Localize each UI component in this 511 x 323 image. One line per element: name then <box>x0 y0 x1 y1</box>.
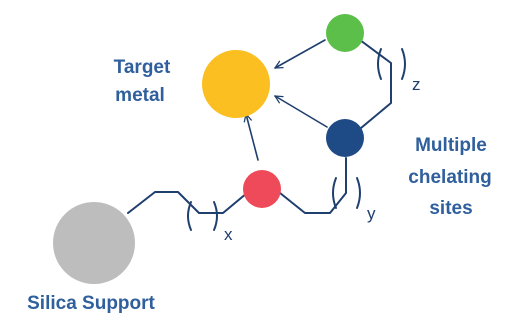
bracket-z-right <box>401 48 406 80</box>
coordination-arrows <box>243 39 328 161</box>
subscript-x: x <box>224 225 233 244</box>
arrow-green-to-metal <box>274 39 326 69</box>
bracket-x-left <box>187 201 192 231</box>
chain-silica-to-red <box>127 191 248 214</box>
bracket-y-right <box>356 177 361 209</box>
red-chelating-site <box>243 170 281 208</box>
subscript-z: z <box>412 75 421 94</box>
label-silica-support: Silica Support <box>27 293 155 314</box>
chain-red-to-blue <box>279 157 347 214</box>
label-metal: metal <box>115 85 165 106</box>
silica-support-circle <box>53 202 135 284</box>
arrow-blue-to-metal <box>274 95 328 128</box>
label-chelating: chelating <box>408 167 491 188</box>
label-target: Target <box>114 57 171 78</box>
chain-blue-to-green <box>359 39 392 129</box>
arrow-red-to-metal <box>243 113 259 161</box>
bond-chains <box>127 39 406 231</box>
bracket-z-left <box>377 48 382 80</box>
subscript-y: y <box>367 204 376 223</box>
label-multiple: Multiple <box>415 135 487 156</box>
bracket-x-right <box>213 201 218 231</box>
green-chelating-site <box>326 14 364 52</box>
blue-chelating-site <box>326 119 364 157</box>
label-sites: sites <box>429 198 472 219</box>
bracket-y-left <box>332 177 337 209</box>
target-metal-circle <box>202 50 270 118</box>
